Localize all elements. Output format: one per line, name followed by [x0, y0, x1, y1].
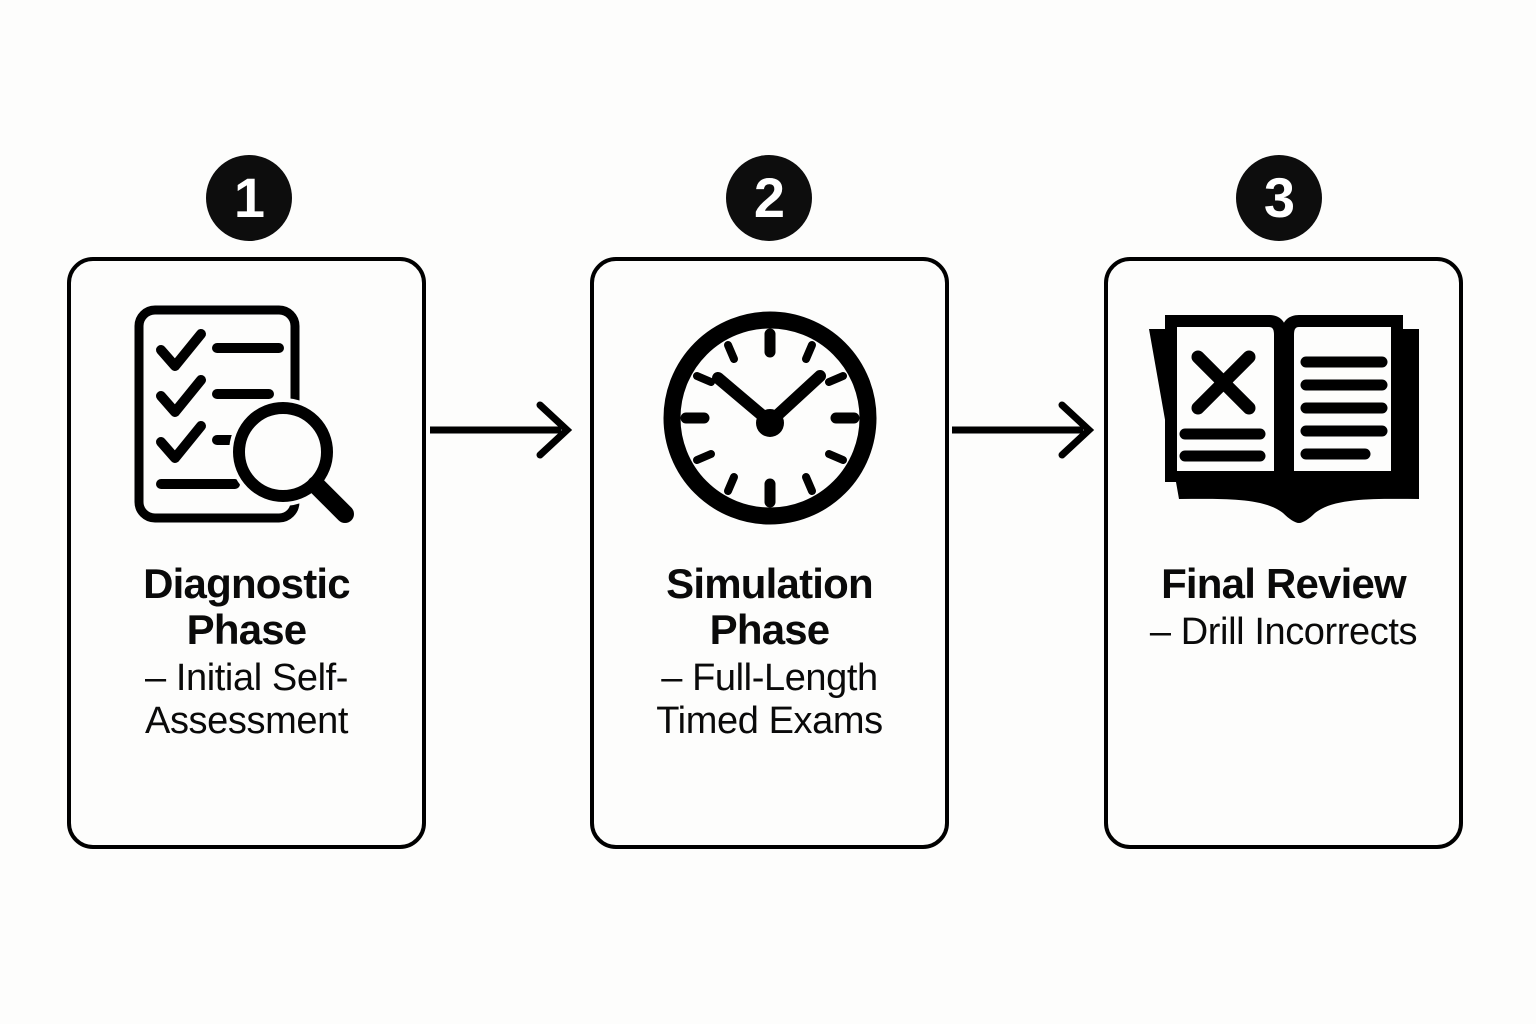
step-badge-3: 3: [1236, 155, 1322, 241]
step-card-1-subtitle: – Initial Self-Assessment: [144, 657, 349, 743]
step-card-3-text: Final Review – Drill Incorrects: [1122, 560, 1445, 654]
step-badge-1-number: 1: [233, 166, 265, 229]
step-card-2-text: Simulation Phase – Full-Length Timed Exa…: [608, 560, 931, 743]
arrow-step1-to-step2: [428, 395, 588, 465]
step-card-1-text: Diagnostic Phase – Initial Self-Assessme…: [85, 560, 408, 743]
open-book-x-mark-icon: [1108, 303, 1459, 533]
step-card-2[interactable]: Simulation Phase – Full-Length Timed Exa…: [590, 257, 949, 849]
step-badge-2: 2: [726, 155, 812, 241]
step-badge-2-number: 2: [753, 166, 785, 229]
clipboard-checklist-magnifier-icon: [71, 303, 422, 533]
step-card-1-title: Diagnostic Phase: [143, 560, 351, 654]
step-card-3[interactable]: Final Review – Drill Incorrects: [1104, 257, 1463, 849]
step-card-3-title: Final Review: [1161, 560, 1407, 607]
step-card-2-title: Simulation Phase: [666, 560, 873, 654]
step-card-1[interactable]: Diagnostic Phase – Initial Self-Assessme…: [67, 257, 426, 849]
step-badge-3-number: 3: [1263, 166, 1295, 229]
step-card-2-subtitle: – Full-Length Timed Exams: [656, 657, 883, 743]
step-badge-1: 1: [206, 155, 292, 241]
arrow-step2-to-step3: [950, 395, 1110, 465]
wall-clock-icon: [594, 303, 945, 533]
step-card-3-subtitle: – Drill Incorrects: [1149, 611, 1418, 654]
